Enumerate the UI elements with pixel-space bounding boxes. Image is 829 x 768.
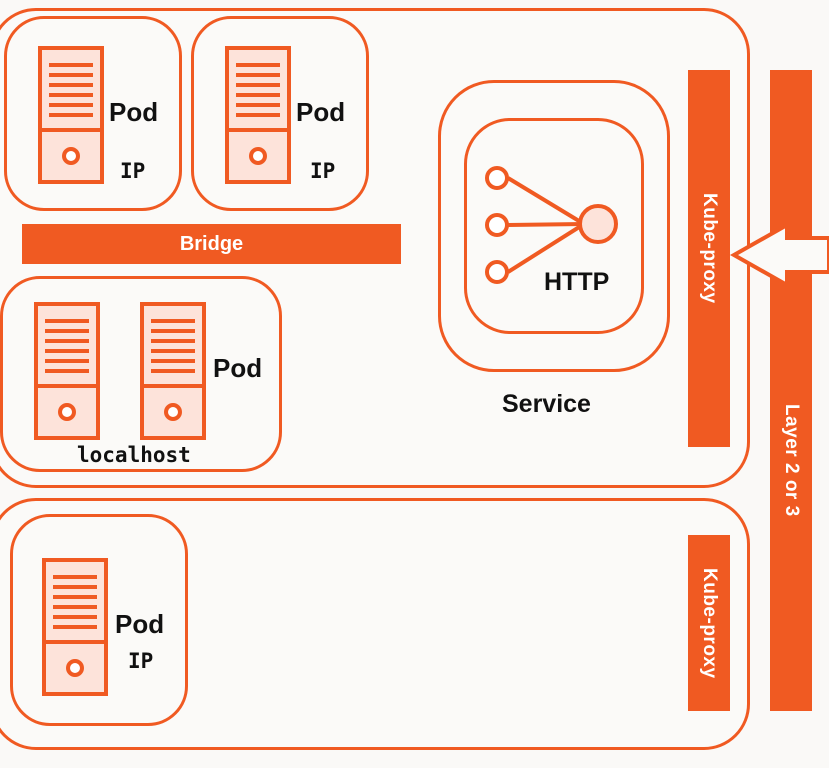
kube-proxy-bar-top: Kube-proxy: [688, 70, 730, 447]
network-layer-label: Layer 2 or 3: [781, 404, 802, 517]
server-icon: [140, 302, 206, 440]
pod-label: Pod: [115, 609, 165, 639]
kube-proxy-bar-bottom: Kube-proxy: [688, 535, 730, 711]
multi-container-pod-box: Pod localhost: [0, 276, 282, 472]
server-icon: [42, 558, 108, 696]
localhost-label: localhost: [77, 443, 191, 467]
pod-ip-label: IP: [128, 649, 154, 673]
hub-icon: [485, 166, 618, 284]
bridge-label: Bridge: [179, 232, 244, 255]
pod-box-1: Pod IP: [4, 16, 182, 211]
service-label: Service: [502, 390, 591, 418]
incoming-arrow-icon: [729, 221, 829, 289]
pod-label: Pod: [213, 353, 263, 383]
pod-label: Pod: [296, 97, 346, 127]
pod-box-bottom: Pod IP: [10, 514, 188, 726]
pod-box-2: Pod IP: [191, 16, 369, 211]
kube-proxy-label: Kube-proxy: [699, 567, 720, 679]
kube-proxy-label: Kube-proxy: [699, 193, 720, 304]
network-layer-bar: Layer 2 or 3: [770, 70, 812, 711]
bridge-bar: Bridge: [22, 224, 401, 264]
http-label: HTTP: [544, 268, 610, 296]
server-icon: [225, 46, 291, 184]
pod-ip-label: IP: [120, 159, 146, 183]
pod-ip-label: IP: [310, 159, 336, 183]
server-icon: [34, 302, 100, 440]
pod-label: Pod: [109, 97, 159, 127]
server-icon: [38, 46, 104, 184]
